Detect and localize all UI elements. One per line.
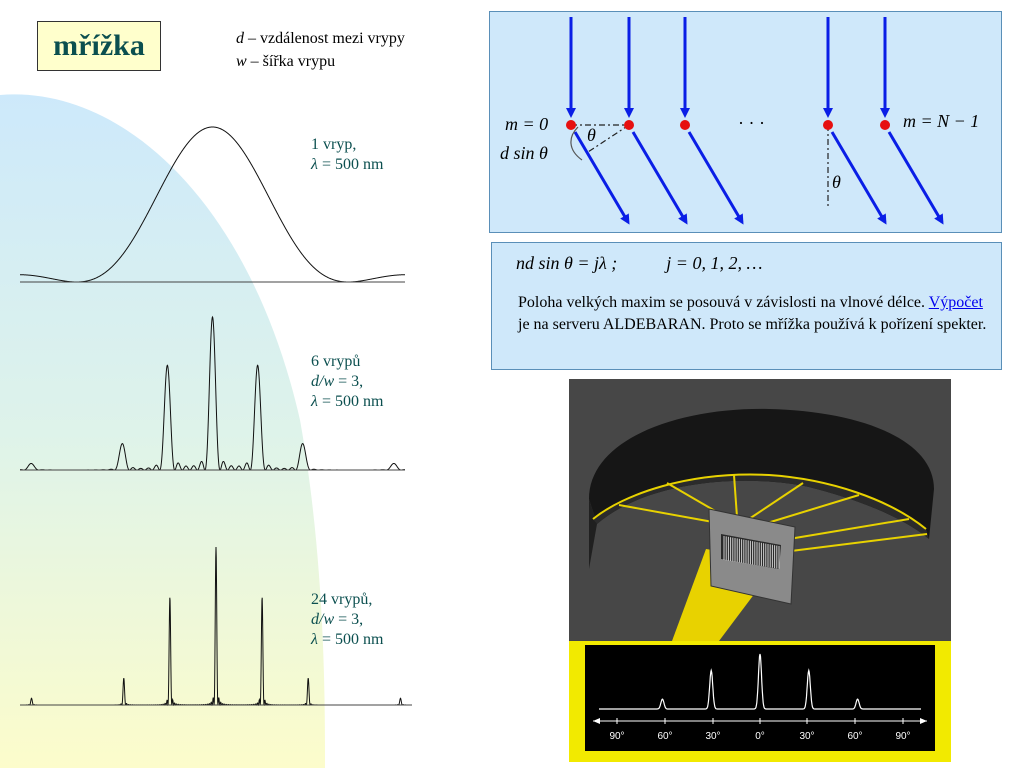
- curve-label-24: 24 vrypů, d/w = 3, λ = 500 nm: [311, 591, 384, 648]
- slit-dot: [624, 120, 634, 130]
- label-ellipsis: · · ·: [738, 113, 765, 133]
- grating-ray-diagram: m = 0 d sin θ θ · · · m = N − 1 θ: [489, 11, 1002, 233]
- path-difference-brace: [570, 126, 583, 161]
- axis-arrow-left: [593, 718, 600, 724]
- diffracted-ray: [573, 131, 630, 225]
- equation-description: Poloha velkých maxim se posouvá v závisl…: [518, 294, 987, 333]
- intensity-curve: [20, 126, 405, 283]
- spectrometer-drawing: 90° 60° 30° 0° 30° 60° 90°: [569, 408, 951, 762]
- label-d-sin-theta: d sin θ: [500, 143, 548, 163]
- angle-tick-label: 90°: [609, 731, 624, 742]
- angle-tick-label: 90°: [895, 731, 910, 742]
- axis-arrow-right: [920, 718, 927, 724]
- six-slit-curve: [20, 315, 406, 471]
- twentyfour-slit-curve: [20, 546, 413, 707]
- diffracted-ray: [887, 131, 944, 225]
- label-m-last: m = N − 1: [903, 111, 980, 131]
- angle-tick-label: 60°: [847, 731, 862, 742]
- angle-tick-label: 60°: [657, 731, 672, 742]
- spectrum-curve: [599, 653, 921, 710]
- label-theta-right: θ: [832, 172, 841, 192]
- calculation-link[interactable]: Výpočet: [928, 294, 983, 311]
- angle-tick-label: 0°: [755, 731, 765, 742]
- grating-equation: nd sin θ = jλ ; j = 0, 1, 2, …: [516, 253, 763, 273]
- path-difference-line: [587, 124, 630, 153]
- slit-dot: [823, 120, 833, 130]
- label-theta-left: θ: [587, 125, 596, 145]
- diffracted-ray: [830, 131, 887, 225]
- spectrometer-illustration: 90° 60° 30° 0° 30° 60° 90°: [569, 379, 951, 762]
- slit-dot: [566, 120, 576, 130]
- angle-tick-label: 30°: [799, 731, 814, 742]
- single-slit-curve: [20, 126, 405, 283]
- slit-dot: [680, 120, 690, 130]
- legend-w: w – šířka vrypu: [236, 53, 336, 70]
- angle-tick-label: 30°: [705, 731, 720, 742]
- slit-dot: [880, 120, 890, 130]
- diffracted-ray: [687, 131, 744, 225]
- ray-diagram-drawing: [566, 17, 944, 225]
- curve-label-6: 6 vrypů d/w = 3, λ = 500 nm: [311, 353, 384, 410]
- diffracted-ray: [631, 131, 688, 225]
- curve-label-1: 1 vryp, λ = 500 nm: [311, 136, 384, 173]
- legend-d: d – vzdálenost mezi vrypy: [236, 30, 405, 47]
- grating-equation-box: nd sin θ = jλ ; j = 0, 1, 2, … Poloha ve…: [491, 242, 1002, 370]
- slide-title: mřížka: [37, 21, 161, 71]
- label-m-first: m = 0: [505, 114, 549, 134]
- variable-legend: d – vzdálenost mezi vrypy w – šířka vryp…: [236, 27, 405, 73]
